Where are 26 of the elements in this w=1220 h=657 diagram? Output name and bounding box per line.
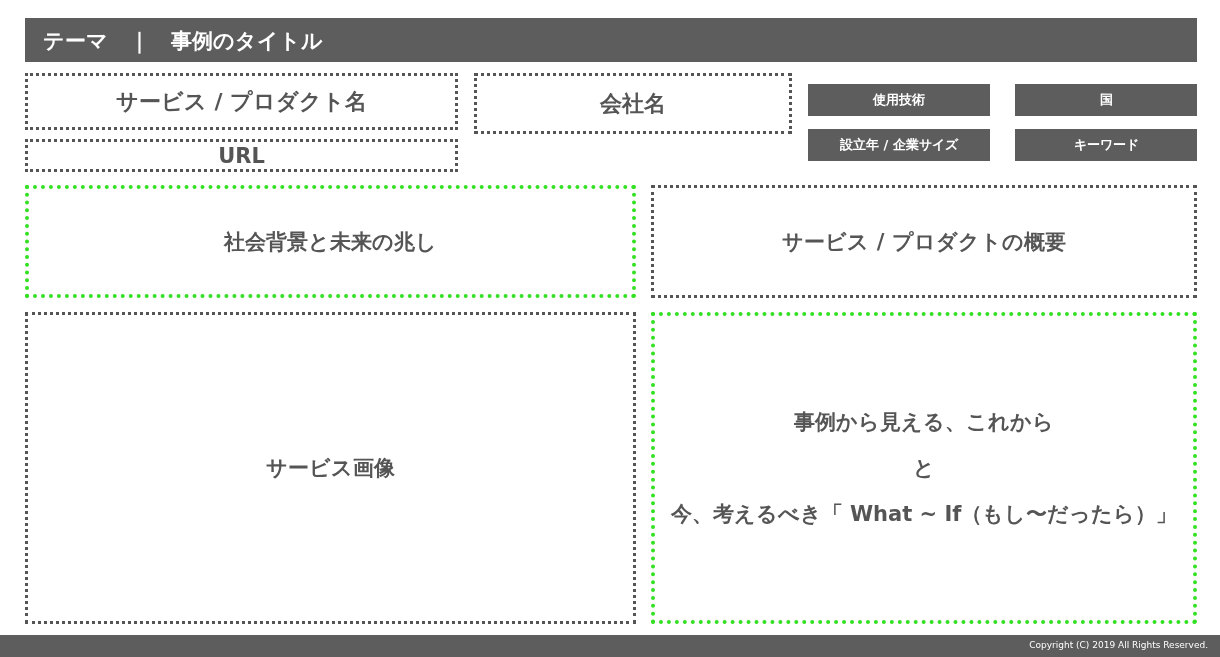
box-label: サービス / プロダクトの概要 — [782, 228, 1066, 256]
box-label: 今、考えるべき「 What ~ If（もし〜だったら）」 — [670, 501, 1178, 528]
box-label: 会社名 — [600, 89, 666, 118]
title: テーマ ｜ 事例のタイトル — [43, 28, 323, 55]
box-label: キーワード — [1073, 136, 1139, 154]
box-label: 社会背景と未来の兆し — [224, 228, 437, 256]
box-label: URL — [218, 143, 265, 168]
box-label: 事例から見える、これから — [794, 409, 1054, 436]
dotted-box — [651, 312, 1197, 624]
box-label: 使用技術 — [873, 91, 925, 109]
tag-box — [808, 84, 990, 116]
dotted-box — [25, 139, 458, 172]
tag-box — [808, 129, 990, 161]
dotted-box — [25, 312, 636, 624]
dotted-box — [25, 73, 458, 130]
box-label: サービス画像 — [266, 455, 395, 482]
dotted-box — [25, 185, 636, 298]
box-label: 国 — [1099, 91, 1113, 109]
box-label: サービス / プロダクト名 — [115, 87, 368, 116]
tag-box — [1015, 129, 1197, 161]
dotted-box — [474, 73, 792, 134]
box-label: 設立年 / 企業サイズ — [840, 136, 958, 154]
dotted-box — [651, 185, 1197, 298]
box-label: と — [913, 455, 935, 482]
tag-box — [1015, 84, 1197, 116]
copyright-note: Copyright (C) 2019 All Rights Reserved. — [1029, 640, 1208, 650]
